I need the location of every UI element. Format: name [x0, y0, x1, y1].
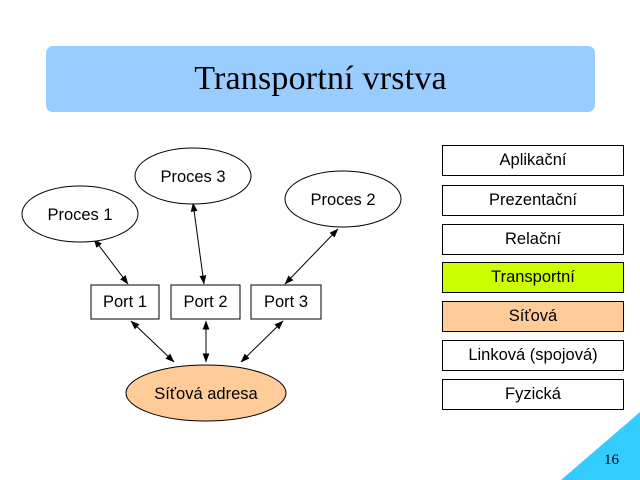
osi-layer-fyzicka: Fyzická [442, 379, 624, 410]
port-box-2: Port 2 [170, 284, 241, 320]
osi-layer-aplikacni: Aplikační [442, 145, 624, 176]
network-address-ellipse [125, 364, 287, 422]
osi-layer-linkova: Linková (spojová) [442, 340, 624, 371]
page-number: 16 [604, 452, 619, 468]
port-label-2: Port 2 [183, 293, 227, 311]
process-node-3: Proces 3 [134, 147, 252, 205]
arrow-proces2-port3 [284, 228, 339, 285]
process-label-3: Proces 3 [160, 168, 225, 186]
corner-decoration [561, 412, 640, 480]
process-node-2: Proces 2 [284, 170, 402, 228]
port-box-3: Port 3 [250, 284, 322, 320]
arrow-port1-address [130, 320, 175, 363]
slide-title: Transportní vrstva [194, 60, 447, 97]
port-label-1: Port 1 [103, 293, 147, 311]
arrow-proces1-port1 [93, 238, 129, 285]
title-bar: Transportní vrstva [46, 46, 595, 112]
osi-layer-prezentacni: Prezentační [442, 185, 624, 216]
port-box-1: Port 1 [90, 284, 160, 320]
process-node-1: Proces 1 [21, 185, 139, 243]
arrow-port3-address [240, 320, 284, 363]
process-label-1: Proces 1 [47, 206, 112, 224]
arrow-proces3-port2 [190, 202, 207, 285]
osi-layer-relacni: Relační [442, 224, 624, 255]
network-address-label: Síťová adresa [154, 385, 258, 403]
port-label-3: Port 3 [264, 293, 308, 311]
process-label-2: Proces 2 [310, 191, 375, 209]
osi-layer-sitova: Síťová [442, 301, 624, 332]
osi-layer-transportni: Transportní [442, 262, 624, 293]
network-address-node: Síťová adresa [125, 364, 287, 422]
